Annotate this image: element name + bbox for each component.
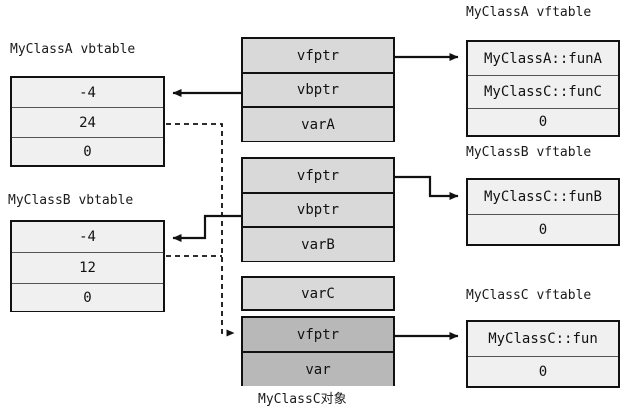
vbtable-b-box: -4 12 0 <box>10 220 165 312</box>
object-subobject-c-box: varC <box>241 276 395 311</box>
vftable-b-box: MyClassC::funB 0 <box>466 178 620 246</box>
vbtable-a-row-2: 0 <box>12 138 163 165</box>
arrow-vfptr-b-to-vftable-b <box>395 175 459 200</box>
object-caption: MyClassC对象 <box>258 392 347 407</box>
object-row-vfptr-virtual: vfptr <box>243 318 393 353</box>
vftable-a-row-1: MyClassC::funC <box>468 76 618 109</box>
vbtable-a-box: -4 24 0 <box>10 76 165 167</box>
vftable-a-row-0: MyClassA::funA <box>468 42 618 76</box>
vftable-b-row-0: MyClassC::funB <box>468 180 618 215</box>
object-virtual-base-box: vfptr var <box>241 316 395 386</box>
object-row-varB: varB <box>243 228 393 261</box>
vbtable-b-row-1: 12 <box>12 253 163 284</box>
vbtable-b-row-0: -4 <box>12 222 163 253</box>
object-subobject-a-box: vfptr vbptr varA <box>241 37 395 142</box>
vbtable-a-row-1: 24 <box>12 108 163 138</box>
vftable-a-caption: MyClassA vftable <box>466 5 592 20</box>
vbtable-a-row-0: -4 <box>12 78 163 108</box>
vftable-c-row-1: 0 <box>468 357 618 386</box>
object-subobject-b-box: vfptr vbptr varB <box>241 157 395 262</box>
object-row-varA: varA <box>243 108 393 141</box>
object-row-vbptr-b: vbptr <box>243 194 393 228</box>
vftable-c-row-0: MyClassC::fun <box>468 322 618 357</box>
object-row-var: var <box>243 353 393 386</box>
object-row-vfptr-a: vfptr <box>243 39 393 74</box>
object-row-vfptr-b: vfptr <box>243 159 393 194</box>
vftable-a-row-2: 0 <box>468 109 618 135</box>
vftable-c-caption: MyClassC vftable <box>466 288 592 303</box>
object-row-vbptr-a: vbptr <box>243 74 393 108</box>
vbtable-b-row-2: 0 <box>12 284 163 311</box>
vftable-b-row-1: 0 <box>468 215 618 244</box>
vftable-b-caption: MyClassB vftable <box>466 145 592 160</box>
vftable-c-box: MyClassC::fun 0 <box>466 320 620 388</box>
object-row-varC: varC <box>243 278 393 309</box>
vbtable-a-caption: MyClassA vbtable <box>10 42 136 57</box>
dashed-vbtable-a-offset-to-virtual-base <box>166 123 235 337</box>
vftable-a-box: MyClassA::funA MyClassC::funC 0 <box>466 40 620 137</box>
vbtable-b-caption: MyClassB vbtable <box>8 193 134 208</box>
arrow-vbptr-b-to-vbtable-b <box>172 214 241 242</box>
